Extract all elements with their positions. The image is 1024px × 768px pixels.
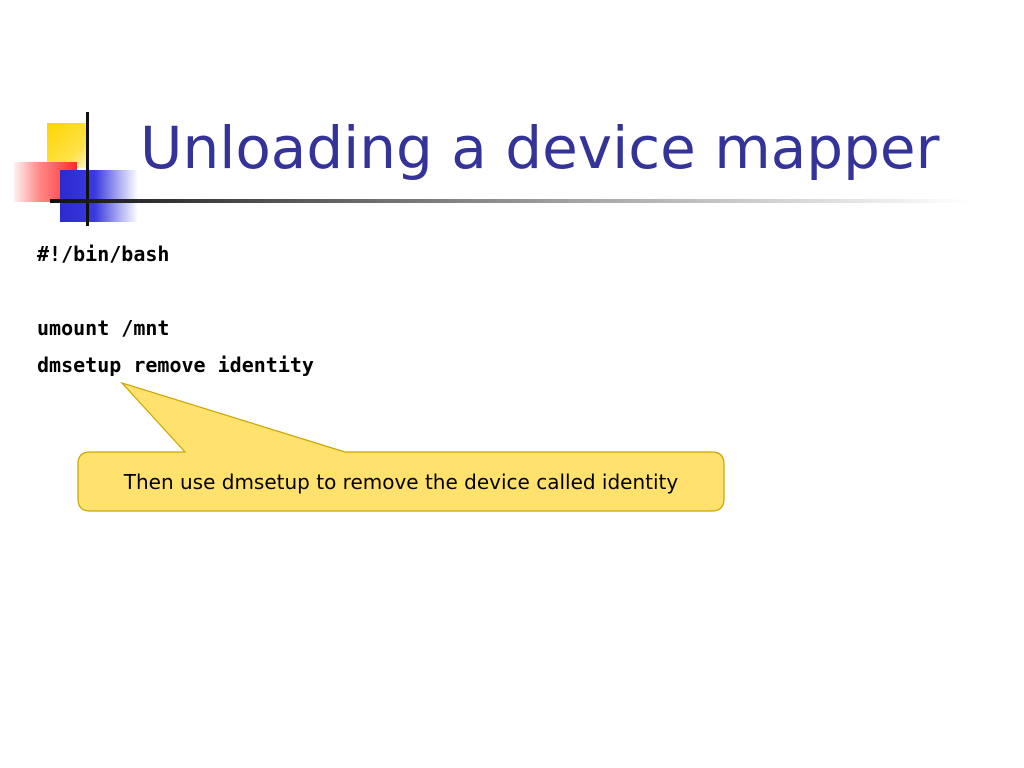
logo-vertical-line — [86, 112, 89, 226]
code-line: umount /mnt — [37, 316, 170, 340]
code-block: #!/bin/bash umount /mnt dmsetup remove i… — [37, 236, 314, 384]
callout-bubble — [77, 381, 725, 512]
logo-yellow-square — [47, 123, 87, 168]
code-line: #!/bin/bash — [37, 242, 170, 266]
callout-text: Then use dmsetup to remove the device ca… — [123, 469, 679, 494]
logo-blue-square — [60, 170, 138, 222]
code-line: dmsetup remove identity — [37, 353, 314, 377]
title-underline — [50, 199, 970, 203]
slide-title: Unloading a device mapper — [140, 114, 940, 182]
